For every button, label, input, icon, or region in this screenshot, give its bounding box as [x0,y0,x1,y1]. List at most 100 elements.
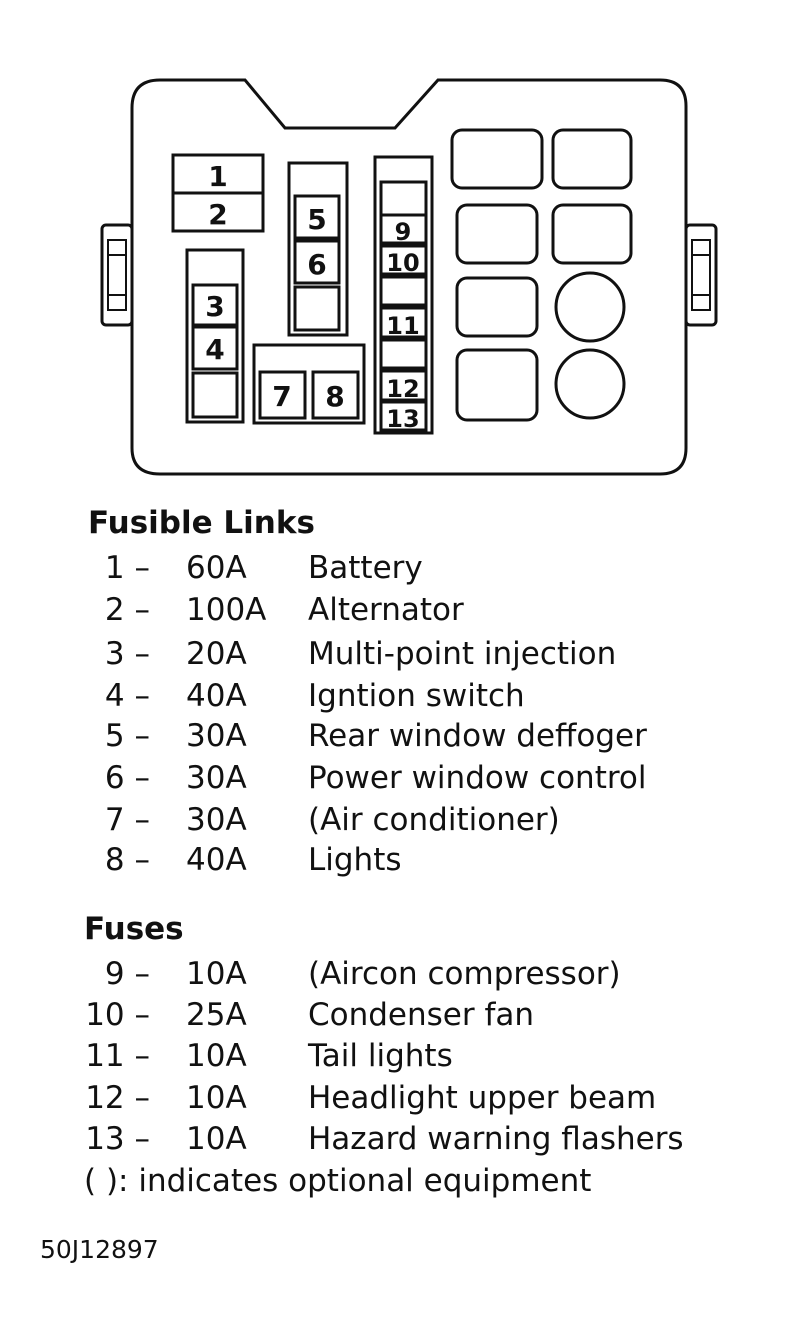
item-description: (Aircon compressor) [308,956,621,992]
fusible-link-box-6 [293,239,341,285]
box-label-2: 2 [208,198,227,231]
fuse-box-housing [130,78,688,476]
list-item: 11 – 10A Tail lights [0,1036,789,1076]
list-item: 6 – 30A Power window control [0,758,789,798]
item-description: Condenser fan [308,997,535,1033]
item-description: (Air conditioner) [308,802,560,838]
item-description: Alternator [308,592,464,628]
item-amperage: 20A [186,636,247,672]
fusible-link-box-2 [171,191,265,233]
item-number: 7 – [104,802,150,838]
item-description: Rear window deffoger [308,718,647,754]
empty-slot [379,275,428,307]
item-amperage: 100A [186,592,267,628]
relay-slot [455,203,539,265]
relay-slot [551,128,633,190]
empty-slot [293,285,341,332]
fusible-link-box-8 [311,370,360,420]
fuse-box-diagram: 1 2 3 4 5 6 7 8 9 10 11 12 13 [100,78,718,476]
item-number: 3 – [104,636,150,672]
item-amperage: 30A [186,802,247,838]
item-amperage: 25A [186,997,247,1033]
fuse-holder-strip [373,155,434,435]
item-number: 1 – [104,550,150,586]
fusible-link-box-4 [191,325,239,371]
right-mounting-clip [684,223,718,327]
empty-slot [379,338,428,370]
empty-slot [191,371,239,419]
box-label-12: 12 [386,375,419,403]
item-amperage: 60A [186,550,247,586]
item-amperage: 40A [186,842,247,878]
box-label-7: 7 [272,380,291,413]
fuses-heading: Fuses [84,911,184,947]
fuse-box-9 [379,213,428,245]
fusible-link-box-5 [293,194,341,240]
item-number: 8 – [104,842,150,878]
fusible-links-heading: Fusible Links [88,505,315,541]
item-number: 10 – [85,997,150,1033]
fusible-link-box-3 [191,283,239,327]
item-amperage: 10A [186,956,247,992]
list-item: 10 – 25A Condenser fan [0,995,789,1035]
relay-slot [551,203,633,265]
item-description: Tail lights [308,1038,453,1074]
list-item: 3 – 20A Multi-point injection [0,634,789,674]
round-relay-slot [554,348,626,420]
list-item: 8 – 40A Lights [0,840,789,880]
fusible-link-holder-5-6 [287,161,349,337]
fuse-box-12 [379,369,428,402]
box-label-11: 11 [386,312,419,340]
item-description: Igntion switch [308,678,525,714]
item-number: 2 – [104,592,150,628]
box-label-13: 13 [386,405,419,433]
item-amperage: 30A [186,760,247,796]
fusible-link-holder-7-8 [252,343,366,425]
item-number: 6 – [104,760,150,796]
fusible-link-holder-3-4 [185,248,245,424]
list-item: 9 – 10A (Aircon compressor) [0,954,789,994]
relay-slot [455,348,539,422]
list-item: 2 – 100A Alternator [0,590,789,630]
item-number: 9 – [104,956,150,992]
box-label-8: 8 [325,380,344,413]
optional-equipment-note: ( ): indicates optional equipment [84,1163,592,1199]
fusible-link-box-7 [258,370,307,420]
box-label-10: 10 [386,249,419,277]
box-label-3: 3 [205,290,224,323]
box-label-4: 4 [205,333,224,366]
item-description: Power window control [308,760,647,796]
item-amperage: 10A [186,1080,247,1116]
fuse-box-11 [379,306,428,339]
round-relay-slot [554,271,626,343]
item-amperage: 30A [186,718,247,754]
list-item: 12 – 10A Headlight upper beam [0,1078,789,1118]
relay-slot [455,276,539,338]
empty-slot [379,180,428,217]
relay-slot [450,128,544,190]
box-label-6: 6 [307,248,326,281]
item-number: 11 – [85,1038,150,1074]
item-description: Hazard warning flashers [308,1121,684,1157]
fuse-box-13 [379,400,428,432]
box-label-9: 9 [395,218,412,246]
list-item: 4 – 40A Igntion switch [0,676,789,716]
figure-id: 50J12897 [40,1235,159,1264]
list-item: 7 – 30A (Air conditioner) [0,800,789,840]
box-label-5: 5 [307,203,326,236]
item-amperage: 10A [186,1121,247,1157]
item-description: Headlight upper beam [308,1080,657,1116]
item-number: 5 – [104,718,150,754]
item-amperage: 40A [186,678,247,714]
item-description: Battery [308,550,423,586]
item-number: 12 – [85,1080,150,1116]
item-number: 13 – [85,1121,150,1157]
list-item: 5 – 30A Rear window deffoger [0,716,789,756]
item-description: Lights [308,842,402,878]
item-description: Multi-point injection [308,636,617,672]
item-amperage: 10A [186,1038,247,1074]
list-item: 13 – 10A Hazard warning flashers [0,1119,789,1159]
box-label-1: 1 [208,160,227,193]
list-item: 1 – 60A Battery [0,548,789,588]
fuse-box-10 [379,244,428,276]
